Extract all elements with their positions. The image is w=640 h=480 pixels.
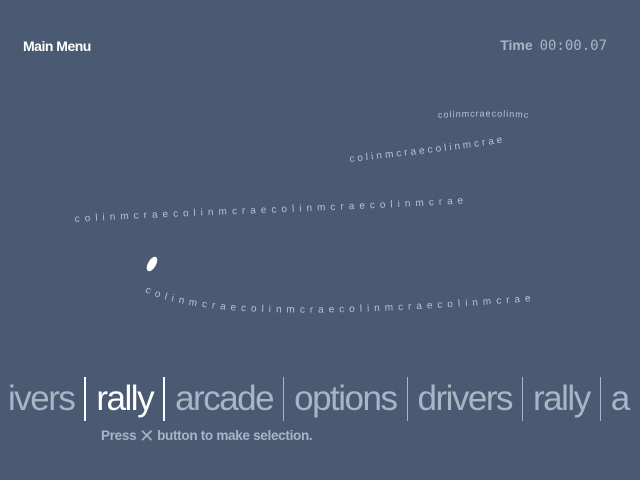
page-title: Main Menu xyxy=(23,38,91,54)
separator xyxy=(522,377,524,421)
time-label: Time xyxy=(500,37,533,53)
timer: Time 00:00.07 xyxy=(500,37,607,54)
menu-item-rally-selected[interactable]: rally xyxy=(96,379,154,418)
separator xyxy=(283,377,285,421)
time-value: 00:00.07 xyxy=(539,38,607,54)
snake-text-2: colinmcraecolinmcraecolinmcraecolinmcrae xyxy=(144,285,536,316)
menu-item-drivers[interactable]: drivers xyxy=(417,379,514,418)
hint-suffix: button to make selection. xyxy=(157,428,313,443)
selection-hint: Press ✕ button to make selection. xyxy=(101,425,313,446)
separator xyxy=(84,377,87,421)
snake-text-4: colinmcraecolinmcraecolinmcraecolinmcrae xyxy=(0,0,530,120)
snake-head xyxy=(146,256,158,272)
hint-prefix: Press xyxy=(101,428,137,443)
cross-button-icon: ✕ xyxy=(139,425,155,446)
separator xyxy=(406,377,408,421)
menu-carousel: ivers rally arcade options drivers rally… xyxy=(0,374,639,424)
menu-item-options[interactable]: options xyxy=(294,379,398,418)
menu-item-rally[interactable]: rally xyxy=(533,379,591,418)
menu-item-arcade-partial[interactable]: a xyxy=(610,379,630,418)
snake-text-3: colinmcraecolinmcraecolinmcraecolinmcrae xyxy=(0,0,506,165)
menu-item-arcade[interactable]: arcade xyxy=(175,379,275,418)
snake-text-1: colinmcraecolinmcraecolinmcraecolinmcrae xyxy=(74,195,468,225)
separator xyxy=(599,377,601,421)
separator xyxy=(163,377,166,421)
menu-item-drivers-partial[interactable]: ivers xyxy=(8,379,76,418)
